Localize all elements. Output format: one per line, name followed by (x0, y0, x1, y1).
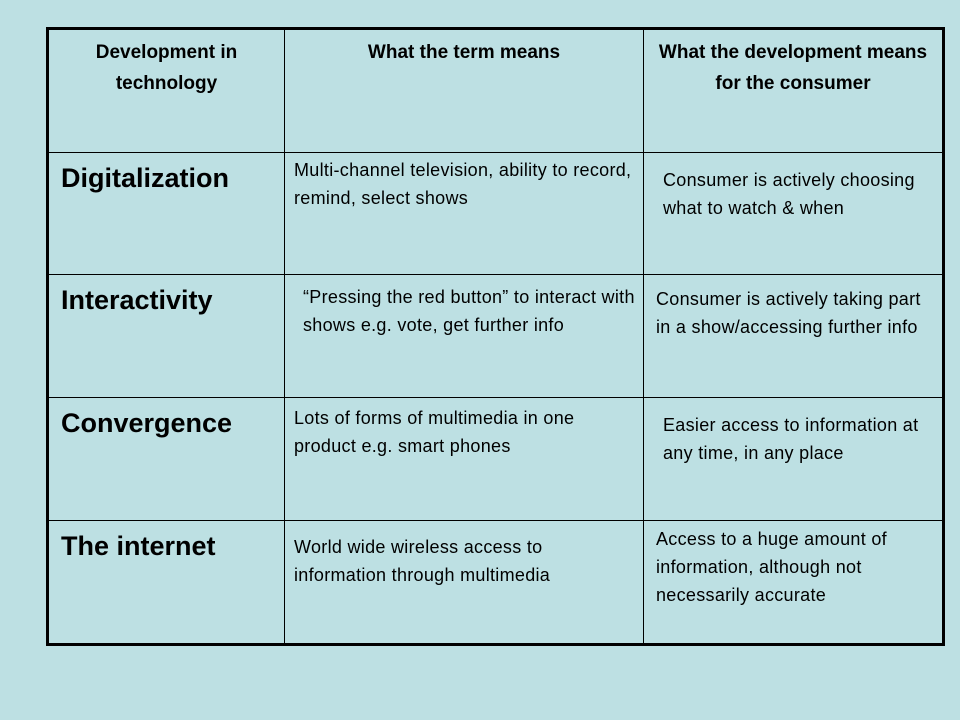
meaning-cell: Lots of forms of multimedia in one produ… (284, 397, 644, 521)
header-meaning: What the term means (284, 28, 644, 153)
consumer-cell: Consumer is actively taking part in a sh… (643, 274, 944, 398)
term-cell: Digitalization (47, 152, 285, 275)
table-row: Digitalization Multi-channel television,… (47, 152, 944, 275)
header-consumer: What the development means for the consu… (643, 28, 944, 153)
meaning-cell: World wide wireless access to informatio… (284, 520, 644, 645)
technology-table: Development in technology What the term … (46, 27, 945, 646)
consumer-cell: Consumer is actively choosing what to wa… (643, 152, 944, 275)
header-development: Development in technology (47, 28, 285, 153)
table-row: Interactivity “Pressing the red button” … (47, 274, 944, 398)
consumer-cell: Access to a huge amount of information, … (643, 520, 944, 645)
table-row: Convergence Lots of forms of multimedia … (47, 397, 944, 521)
header-row: Development in technology What the term … (47, 28, 944, 153)
table-row: The internet World wide wireless access … (47, 520, 944, 645)
meaning-cell: “Pressing the red button” to interact wi… (284, 274, 644, 398)
consumer-cell: Easier access to information at any time… (643, 397, 944, 521)
term-cell: Convergence (47, 397, 285, 521)
meaning-cell: Multi-channel television, ability to rec… (284, 152, 644, 275)
term-cell: Interactivity (47, 274, 285, 398)
term-cell: The internet (47, 520, 285, 645)
